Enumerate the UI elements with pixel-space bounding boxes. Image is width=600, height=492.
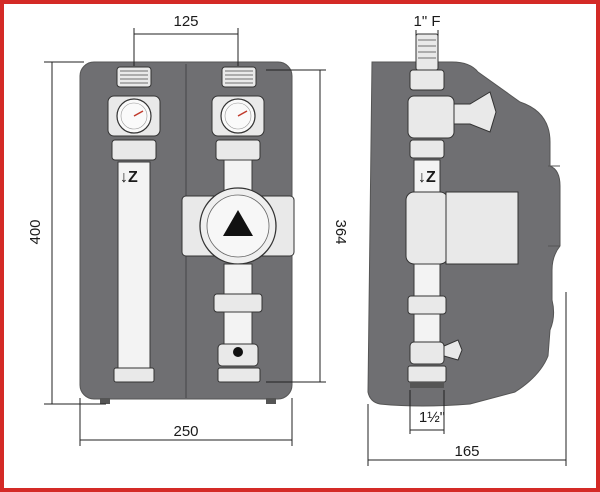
left-pipe-assembly	[107, 66, 161, 383]
left-return-pipe	[117, 161, 151, 369]
side-flow-label: ↓Z	[418, 169, 436, 186]
dimension-lines: 125 400 364 250 1" F 1½" 165	[27, 13, 567, 466]
side-pump-body	[405, 191, 449, 265]
side-upper-pipe	[413, 159, 441, 195]
left-top-fitting	[116, 66, 152, 88]
housing-foot-left	[100, 398, 110, 404]
valve-handle-icon	[233, 347, 243, 357]
right-bottom-fitting	[217, 367, 261, 383]
side-valve-body	[407, 95, 455, 139]
valve-handle-icon	[453, 91, 497, 133]
side-bottom-pipe	[413, 313, 441, 343]
side-lower-nut	[407, 295, 447, 315]
left-bottom-fitting	[113, 367, 155, 383]
side-ball-valve	[409, 341, 445, 365]
right-union-nut	[215, 139, 261, 161]
left-union-nut	[111, 139, 157, 161]
right-middle-pipe	[223, 263, 253, 295]
side-bottom-fitting	[407, 365, 447, 383]
side-lower-pipe	[413, 263, 441, 297]
dimension-top-connection: 1" F	[414, 13, 441, 30]
valve-handle-icon	[443, 339, 463, 361]
side-middle-nut	[409, 139, 445, 159]
front-view: ↓Z	[79, 61, 295, 404]
right-top-fitting	[221, 66, 257, 88]
dimension-pipe-spacing: 125	[173, 13, 198, 30]
side-bottom-thread	[410, 382, 444, 388]
housing-foot-right	[266, 398, 276, 404]
right-lower-pipe	[223, 311, 253, 345]
dimension-side-depth: 165	[454, 443, 479, 460]
triangle-up-icon	[223, 210, 253, 236]
dimension-total-height: 400	[27, 219, 44, 244]
dimension-bottom-connection: 1½"	[419, 409, 445, 426]
dimension-insulation-height: 364	[332, 219, 349, 244]
right-upper-pipe	[223, 159, 253, 193]
front-flow-label: ↓Z	[120, 169, 138, 186]
dimension-total-width: 250	[173, 423, 198, 440]
right-lower-union	[213, 293, 263, 313]
side-view: ↓Z	[367, 33, 561, 407]
side-pump-motor	[445, 191, 519, 265]
side-upper-nut	[409, 69, 445, 91]
right-pipe-assembly	[181, 66, 295, 383]
